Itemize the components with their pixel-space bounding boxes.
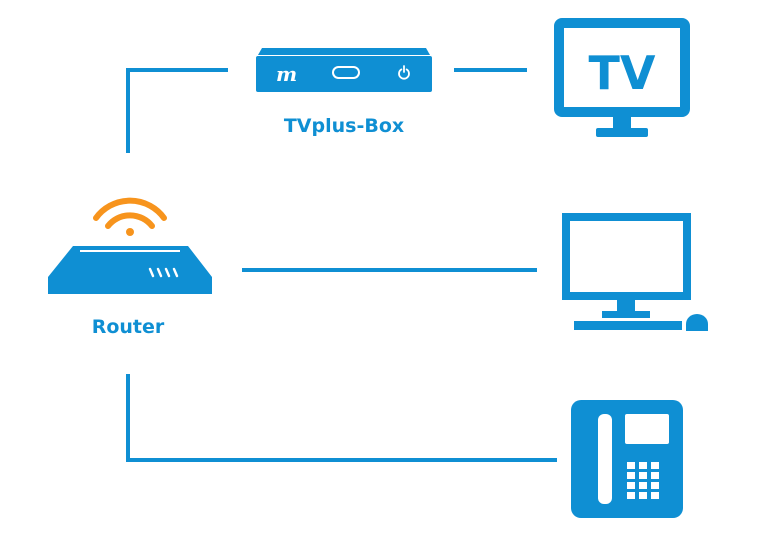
wifi-icon [93, 197, 167, 236]
power-icon [398, 65, 410, 80]
tv-icon [554, 18, 690, 137]
router-status-lights [148, 267, 179, 278]
brand-logo-mark: m [276, 62, 297, 86]
router-label: Router [92, 316, 165, 338]
mouse-icon [686, 314, 708, 331]
phone-keypad [627, 462, 659, 499]
router-icon [48, 246, 212, 294]
tv-screen-text: TV [589, 46, 656, 100]
connection-router-tvplus-box [126, 68, 228, 153]
desktop-computer-icon [562, 213, 708, 331]
desk-phone-icon [571, 400, 683, 518]
slot-icon [332, 66, 360, 79]
phone-display [625, 414, 669, 444]
handset [598, 414, 612, 504]
set-top-box-icon: m [256, 48, 432, 92]
tvplus-box-label: TVplus-Box [284, 115, 404, 137]
connection-lines [126, 68, 557, 462]
connection-router-phone [126, 374, 557, 462]
